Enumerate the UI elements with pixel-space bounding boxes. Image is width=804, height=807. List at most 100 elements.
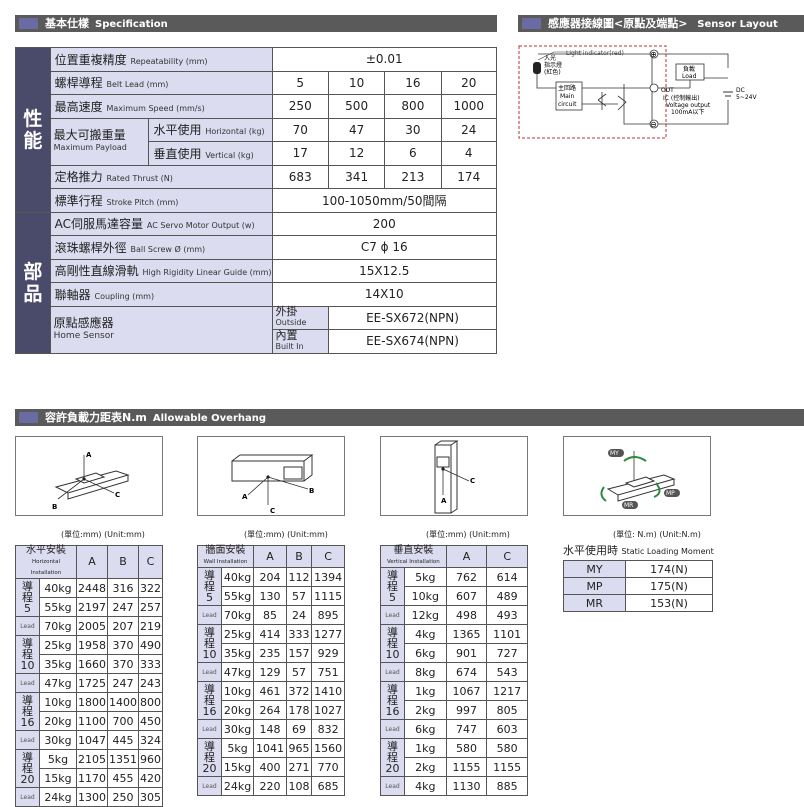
value-cell: 607 — [445, 586, 488, 606]
repeat-label: 位置重複精度 Repeatability (mm) — [49, 47, 273, 72]
lead-en: Belt Lead (mm) — [106, 80, 169, 90]
col-header: C — [138, 545, 163, 579]
value-cell: 207 — [107, 616, 139, 636]
sensor-cn: 原點感應器 — [53, 315, 114, 330]
lead-word: Lead — [197, 662, 222, 682]
load-cell: 10kg — [39, 692, 77, 712]
value-cell: 420 — [138, 768, 163, 788]
install-en: Horizontal Installation — [30, 559, 62, 576]
value-cell: 490 — [138, 635, 163, 655]
load-cell: 8kg — [404, 662, 447, 682]
lead-word: Lead — [197, 605, 222, 625]
load-cell: 1kg — [404, 681, 447, 701]
load-cell: 20kg — [39, 711, 77, 731]
stroke-en: Stroke Pitch (mm) — [106, 197, 179, 207]
lead-side-cn: 導程 — [387, 569, 398, 593]
moment-value: 174(N) — [625, 560, 713, 578]
lead-word: Lead — [15, 616, 40, 636]
dc-label: DC — [736, 87, 745, 94]
value-cell: 1130 — [445, 776, 488, 796]
value-cell: 1660 — [76, 654, 108, 674]
value-cell: 1560 — [311, 738, 345, 758]
thrust-cn: 定格推力 — [54, 170, 103, 185]
value-cell: 370 — [107, 635, 139, 655]
spec-row-coupling: 聯軸器 Coupling (mm) 14X10 — [16, 282, 497, 307]
horiz-cn: 水平使用 — [153, 123, 202, 138]
value-cell: 1217 — [486, 681, 528, 701]
spec-row-guide: 高剛性直線滑軌 High Rigidity Linear Guide (mm) … — [16, 258, 497, 283]
value-cell: 157 — [285, 643, 313, 663]
value-cell: 727 — [486, 643, 528, 663]
lead-side-cn: 導程 — [204, 740, 215, 764]
vert-cn: 垂直使用 — [153, 146, 202, 161]
col-header: B — [107, 545, 139, 579]
moment-diagram: MY MP MR — [563, 436, 711, 516]
vert-value: 12 — [327, 141, 386, 166]
lead-number: 10 — [202, 648, 217, 661]
value-cell: 498 — [445, 605, 488, 625]
lead-number: 16 — [385, 705, 400, 718]
lead-number: 5 — [206, 591, 213, 604]
repeat-en: Repeatability (mm) — [130, 56, 208, 66]
wall-diagram-icon: A B C — [231, 454, 314, 515]
vert-en: Vertical (kg) — [205, 150, 254, 160]
label-my: MY — [610, 450, 619, 457]
lead-word: Lead — [380, 719, 405, 739]
load-cell: 4kg — [404, 624, 447, 644]
static-title-cn: 水平使用時 — [563, 544, 618, 557]
thrust-en: Rated Thrust (N) — [106, 174, 173, 184]
value-cell: 414 — [253, 624, 287, 644]
load-cell: 12kg — [404, 605, 447, 625]
install-cn: 水平安裝 — [26, 545, 66, 556]
value-cell: 965 — [285, 738, 313, 758]
col-header: A — [253, 545, 287, 568]
lead-number: 10 — [20, 659, 35, 672]
coupling-en: Coupling (mm) — [94, 291, 155, 301]
header-marker — [19, 18, 38, 29]
value-cell: 324 — [138, 730, 163, 750]
wire — [538, 53, 653, 125]
transistor-icon — [617, 95, 627, 111]
vertical-diagram: A C — [380, 436, 528, 516]
unit-label: (單位:mm) (Unit:mm) — [61, 530, 145, 539]
thrust-value: 213 — [384, 164, 442, 189]
value-cell: 247 — [107, 597, 139, 617]
value-cell: 333 — [138, 654, 163, 674]
value-cell: 220 — [253, 776, 287, 796]
coupling-cn: 聯軸器 — [54, 287, 91, 302]
value-cell: 178 — [285, 700, 313, 720]
load-cell: 15kg — [39, 768, 77, 788]
value-cell: 1100 — [76, 711, 108, 731]
light-cn1: 入光 — [544, 54, 556, 62]
value-cell: 1394 — [311, 567, 345, 587]
value-cell: 445 — [107, 730, 139, 750]
value-cell: 333 — [285, 624, 313, 644]
overhang-title-en: Allowable Overhang — [152, 413, 267, 424]
label-c: C — [470, 477, 475, 485]
lead-word: Lead — [197, 776, 222, 796]
main-en2: circuit — [558, 101, 577, 108]
load-cell: 70kg — [39, 616, 77, 636]
moment-key: MY — [563, 560, 626, 578]
load-cell: 30kg — [220, 719, 255, 739]
load-box — [675, 63, 705, 81]
load-cell: 15kg — [220, 757, 255, 777]
value-cell: 1047 — [76, 730, 108, 750]
